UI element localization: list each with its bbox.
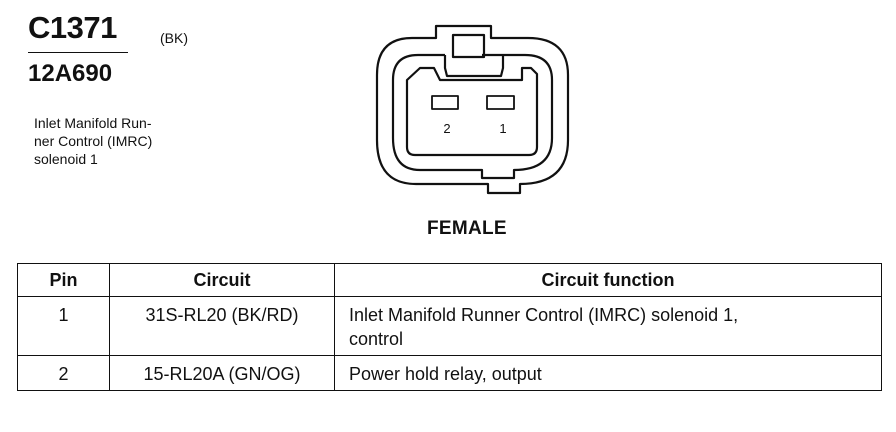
part-number: 12A690: [28, 60, 113, 87]
connector-inner-housing: [391, 53, 554, 180]
pin-cell: 1: [17, 296, 110, 356]
connector-gender-label: FEMALE: [427, 218, 507, 239]
circuit-function-column-header: Circuit function: [334, 263, 882, 297]
color-code: (BK): [160, 30, 188, 46]
function-line: Power hold relay, output: [349, 364, 542, 384]
description-line: solenoid 1: [34, 151, 98, 167]
connector-id: C1371: [28, 10, 117, 45]
table-row: 2 15-RL20A (GN/OG) Power hold relay, out…: [17, 355, 882, 391]
pinout-table: Pin Circuit Circuit function 1 31S-RL20 …: [17, 263, 882, 391]
pin-1-label: 1: [499, 121, 506, 136]
pin-column-header: Pin: [17, 263, 110, 297]
circuit-column-header: Circuit: [109, 263, 335, 297]
header-divider: [28, 52, 128, 53]
terminal-cavity-pin-2: [431, 95, 459, 110]
function-line: control: [349, 329, 404, 349]
connector-latch-base: [443, 55, 505, 78]
table-header-row: Pin Circuit Circuit function: [17, 263, 882, 297]
function-line: Inlet Manifold Runner Control (IMRC) sol…: [349, 305, 739, 325]
pin-cell: 2: [17, 355, 110, 391]
circuit-function-cell: Inlet Manifold Runner Control (IMRC) sol…: [334, 296, 882, 356]
connector-description: Inlet Manifold Run- ner Control (IMRC) s…: [34, 114, 194, 168]
terminal-cavity-pin-1: [486, 95, 515, 110]
description-line: ner Control (IMRC): [34, 133, 153, 149]
pin-2-label: 2: [443, 121, 450, 136]
circuit-cell: 31S-RL20 (BK/RD): [109, 296, 335, 356]
description-line: Inlet Manifold Run-: [34, 115, 152, 131]
connector-face-diagram: 2 1: [375, 24, 570, 195]
connector-contact-face: [405, 66, 539, 157]
table-row: 1 31S-RL20 (BK/RD) Inlet Manifold Runner…: [17, 296, 882, 356]
connector-latch: [451, 33, 486, 59]
circuit-function-cell: Power hold relay, output: [334, 355, 882, 391]
connector-outer-housing: [375, 24, 570, 195]
circuit-cell: 15-RL20A (GN/OG): [109, 355, 335, 391]
